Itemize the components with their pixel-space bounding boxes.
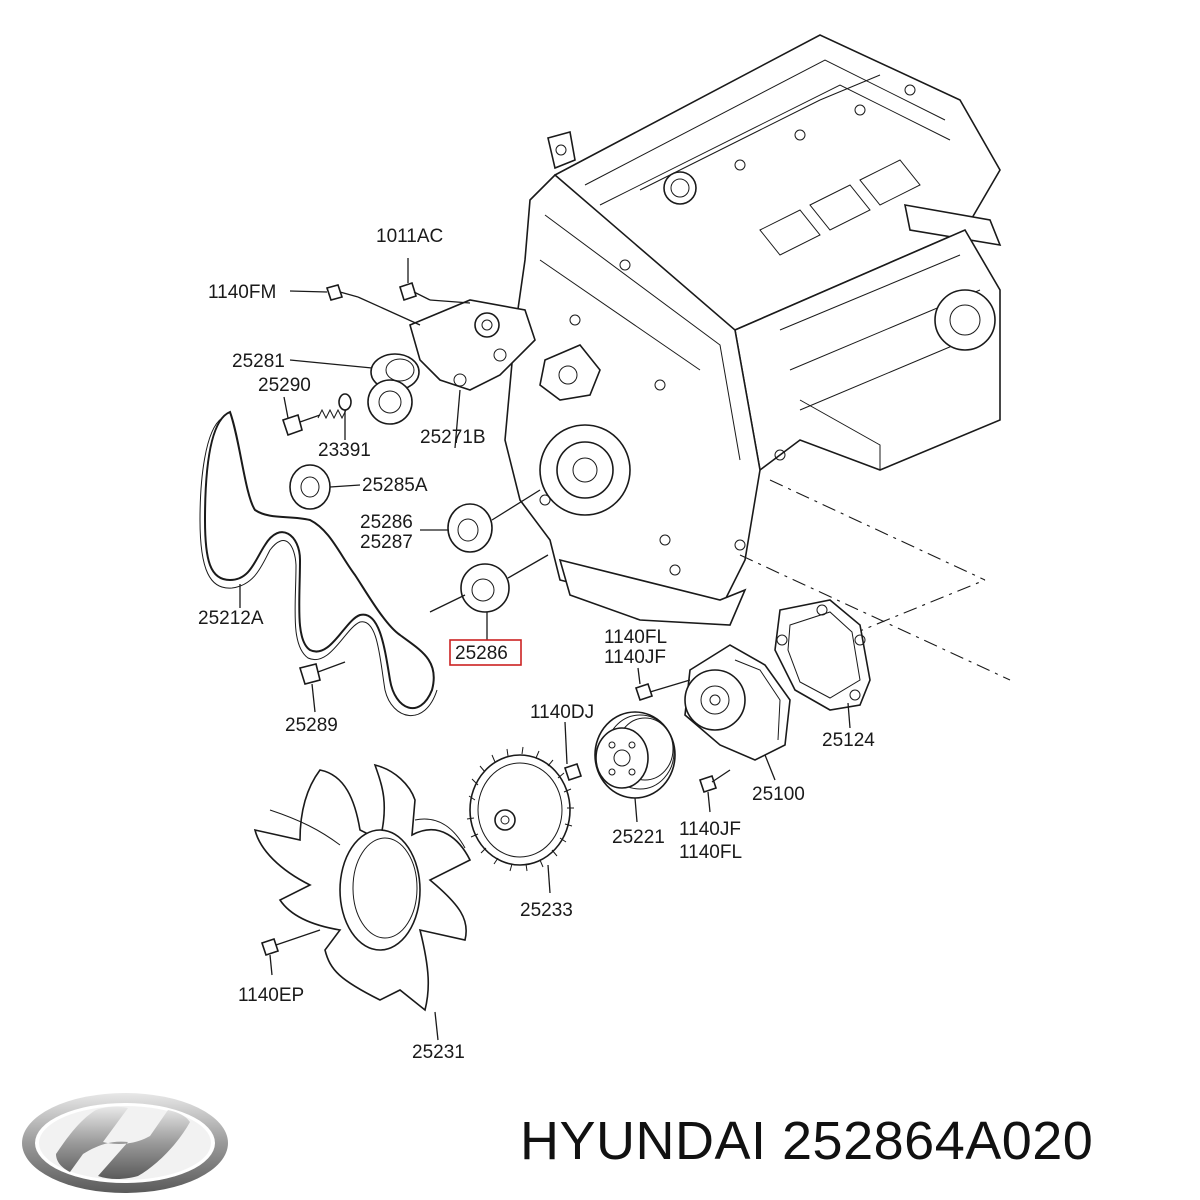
- hyundai-logo-icon: [22, 1093, 228, 1193]
- footer-title: HYUNDAI 252864A020: [520, 1111, 1094, 1171]
- callout-25233: 25233: [520, 900, 573, 921]
- callout-25231: 25231: [412, 1042, 465, 1063]
- idler-pulleys: [289, 464, 549, 640]
- callout-1140FM: 1140FM: [208, 282, 276, 303]
- reference-line: [739, 554, 1011, 681]
- callout-25290: 25290: [258, 375, 311, 396]
- engine-assembly: [504, 34, 1002, 626]
- callout-1140EP: 1140EP: [238, 985, 304, 1006]
- callout-25289: 25289: [285, 715, 338, 736]
- callout-25285A: 25285A: [362, 475, 428, 496]
- water-pump-assembly: [634, 599, 871, 813]
- pump-pulley: [563, 711, 676, 823]
- callout-25286-upper: 25286: [360, 512, 413, 533]
- callout-25212A: 25212A: [198, 608, 264, 629]
- drive-belt: [199, 410, 438, 717]
- parts-diagram: 1011AC 1140FM 25281 25290 23391 25271B 2…: [198, 34, 1011, 1063]
- callout-1140JF-upper: 1140JF: [604, 647, 666, 668]
- callout-1140JF-lower: 1140JF: [679, 819, 741, 840]
- callout-25286-highlighted: 25286: [455, 643, 508, 664]
- tensioner-assembly: [281, 258, 536, 449]
- callout-1140DJ: 1140DJ: [530, 702, 594, 723]
- callout-25271B: 25271B: [420, 427, 486, 448]
- reference-line: [849, 579, 986, 636]
- callout-25100: 25100: [752, 784, 805, 805]
- callout-25287: 25287: [360, 532, 413, 553]
- callout-1140FL-upper: 1140FL: [604, 627, 667, 648]
- callout-1011AC: 1011AC: [376, 226, 443, 247]
- fan-clutch: [466, 746, 574, 894]
- callout-1140FL-lower: 1140FL: [679, 842, 742, 863]
- callout-23391: 23391: [318, 440, 371, 461]
- bolt-25289: [298, 661, 346, 713]
- reference-line: [769, 479, 986, 581]
- callout-25124: 25124: [822, 730, 875, 751]
- callout-25281: 25281: [232, 351, 285, 372]
- callout-25221: 25221: [612, 827, 665, 848]
- highlight-box: [449, 639, 522, 666]
- brand-footer: HYUNDAI 252864A020: [0, 1070, 1200, 1200]
- cooling-fan: [253, 763, 472, 1041]
